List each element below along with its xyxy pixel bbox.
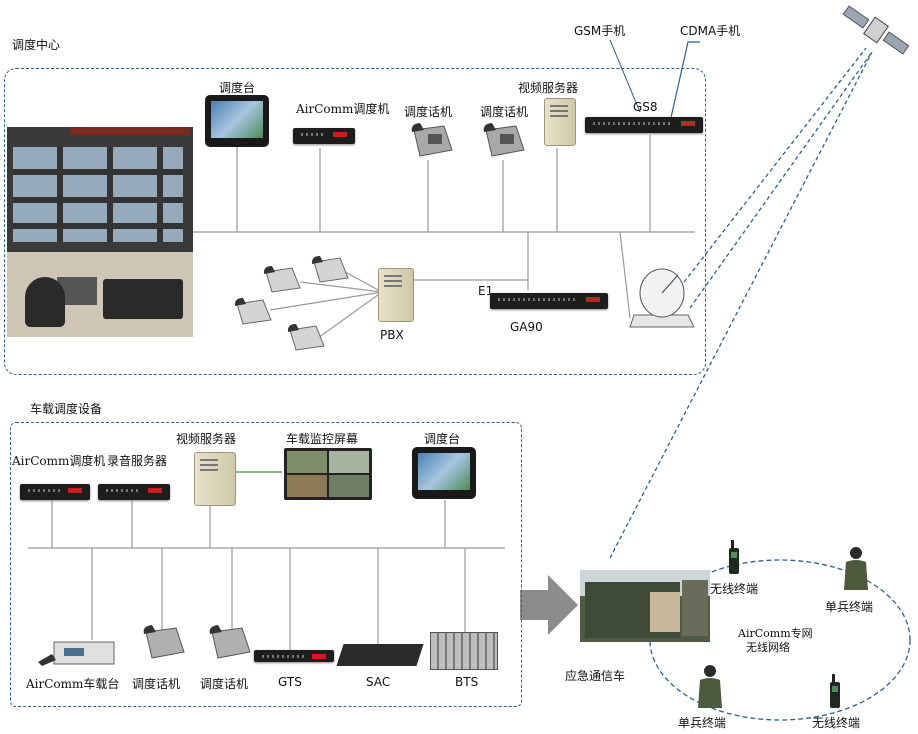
pbx-server-icon [378,268,414,322]
recording-server-label: 录音服务器 [107,454,168,468]
console-monitor-icon [412,447,476,499]
control-center-box [4,68,706,375]
vehicle-section-box [10,422,522,707]
phone-icon [483,123,525,157]
flow-arrow [520,575,578,635]
radio-handset-icon [729,540,739,574]
phone-icon [234,298,272,325]
ga90-rack-icon [490,293,608,309]
gts-label: GTS [278,675,302,689]
phone-icon [311,256,349,283]
console-monitor-icon [205,95,269,147]
control-room-photo [7,127,193,337]
radio-handset-icon [830,674,840,708]
cdma-phone-label: CDMA手机 [680,24,741,38]
vehicle-video-server-label: 视频服务器 [176,432,237,446]
server-icon [544,98,576,146]
vehicle-bus [28,471,505,650]
dispatch-phone-2-label: 调度话机 [480,105,529,119]
vehicle-phone-2-label: 调度话机 [200,677,249,691]
bts-label: BTS [455,675,479,689]
video-server-label: 视频服务器 [518,81,579,95]
radio-icon [38,641,115,666]
vehicle-monitor-label: 车载监控屏幕 [286,432,359,446]
soldier-terminal-2-label: 单兵终端 [678,716,727,730]
vehicle-phone-1-label: 调度话机 [132,677,181,691]
sac-device-icon [336,644,424,666]
vehicle-console-label: 调度台 [424,432,461,446]
dispatch-phone-1-label: 调度话机 [404,105,453,119]
satellite-links [609,47,873,559]
control-center-bus [192,135,695,339]
wireless-terminal-1-label: 无线终端 [710,582,759,596]
vehicle-aircomm-dispatcher-label: AirComm调度机 [12,454,106,468]
console-label: 调度台 [219,81,256,95]
pbx-label: PBX [380,328,404,342]
wireless-terminal-2-label: 无线终端 [812,716,861,730]
gsm-link [609,39,641,113]
phone-icon [411,123,453,157]
soldier-terminal-1-label: 单兵终端 [825,600,874,614]
vehicle-icon [580,570,710,642]
aircomm-dispatcher-label: AirComm调度机 [296,102,390,116]
vehicle-section-title: 车载调度设备 [30,402,103,416]
network-label-line1: AirComm专网 [738,627,813,640]
sac-label: SAC [366,675,391,689]
phone-icon [143,625,185,659]
network-label-line2: 无线网络 [746,641,790,654]
cdma-link [669,41,700,123]
phone-icon [209,625,251,659]
monitor-icon [284,448,372,500]
gsm-phone-label: GSM手机 [574,24,626,38]
server-icon [194,452,236,506]
vehicle-dispatcher-rack-icon [20,484,90,500]
wireless-network-ring [649,559,911,721]
ga90-label: GA90 [510,320,543,334]
gts-rack-icon [254,650,334,662]
e1-label: E1 [478,284,494,298]
emergency-vehicle-label: 应急通信车 [565,669,626,683]
control-center-title: 调度中心 [12,38,61,52]
satellite-dish-icon [629,268,695,328]
phone-icon [263,266,301,293]
soldier-icon [698,665,722,708]
phone-icon [287,324,325,351]
gs8-rack-icon [585,117,703,133]
satellite-icon [842,5,910,55]
bts-device-icon [430,632,498,670]
soldier-icon [844,547,868,590]
vehicle-radio-label: AirComm车载台 [26,677,120,691]
recording-server-rack-icon [98,484,170,500]
gs8-label: GS8 [633,100,658,114]
aircomm-dispatcher-rack-icon [293,128,355,144]
